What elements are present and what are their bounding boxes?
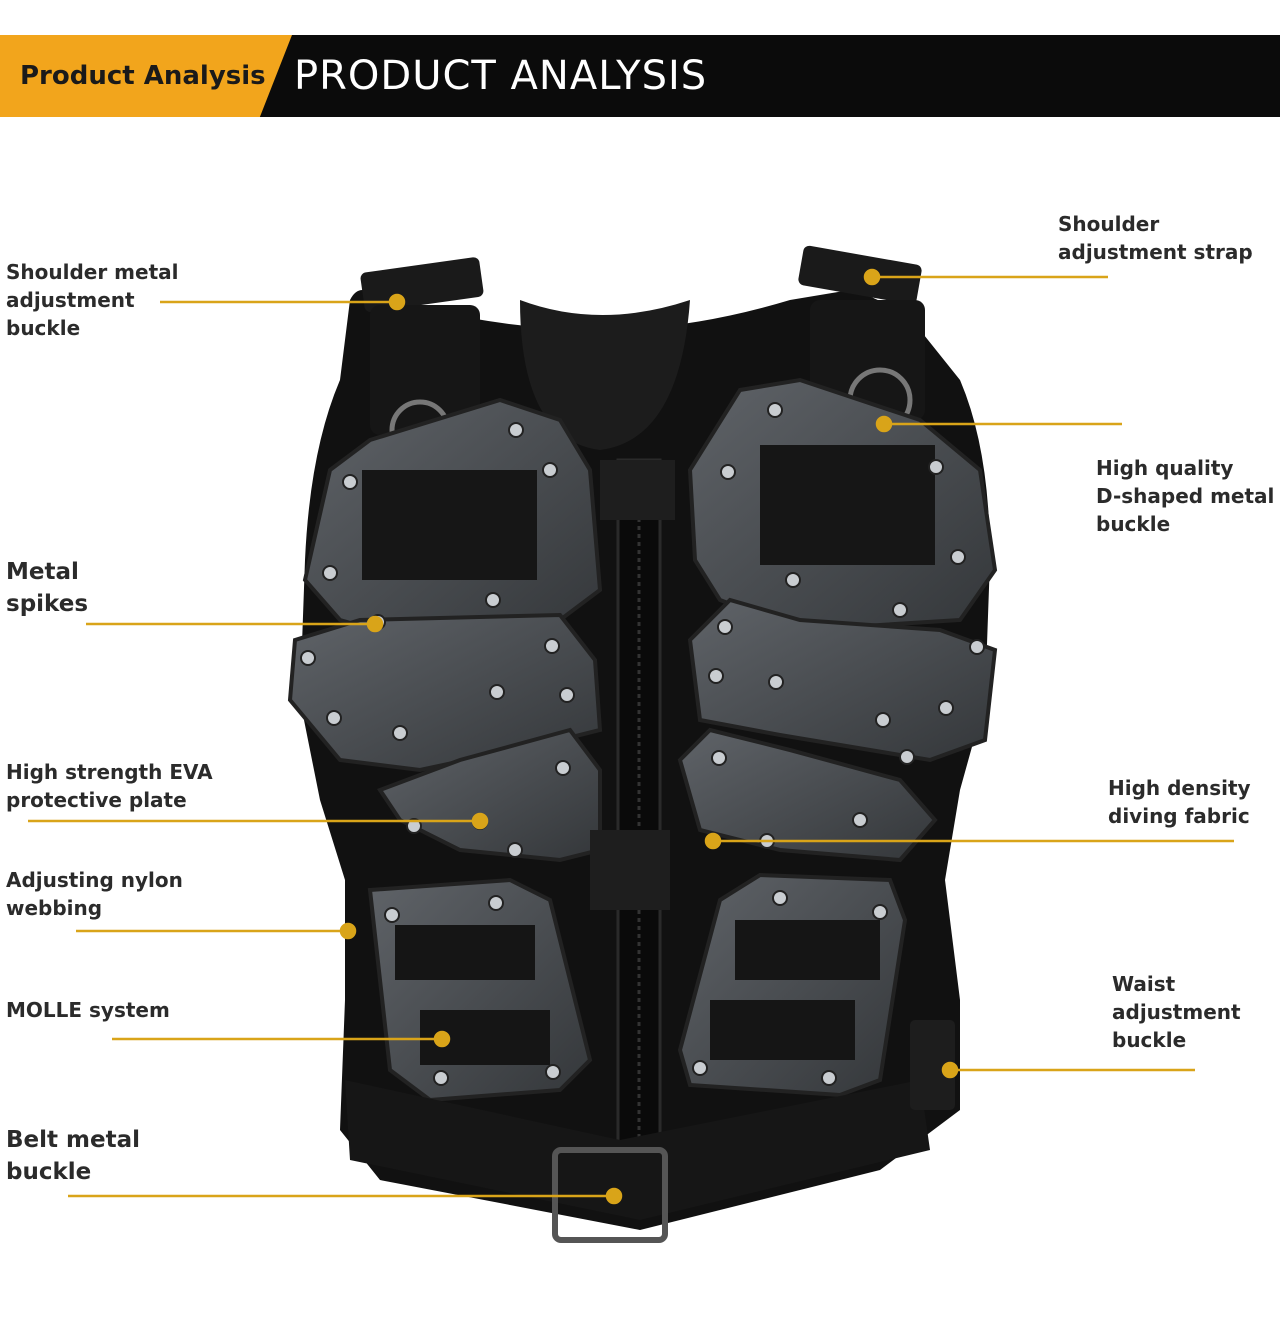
header-banner: Product Analysis PRODUCT ANALYSIS — [0, 35, 1280, 117]
zipper — [590, 458, 675, 1182]
chest-plates — [287, 377, 998, 863]
belt — [345, 1020, 955, 1243]
callout-molle: MOLLE system — [6, 998, 170, 1022]
callout-eva-plate: High strength EVA protective plate — [6, 760, 213, 812]
callout-nylon-webbing: Adjusting nylon webbing — [6, 868, 183, 920]
banner-tag — [0, 35, 292, 117]
callout-waist-buckle: Waist adjustment buckle — [1112, 972, 1241, 1052]
callout-shoulder-strap: Shoulder adjustment strap — [1058, 212, 1253, 264]
callout-d-buckle: High quality D-shaped metal buckle — [1096, 456, 1275, 536]
page-title: PRODUCT ANALYSIS — [294, 53, 708, 99]
callout-belt-buckle: Belt metal buckle — [6, 1127, 140, 1185]
rivets — [300, 402, 985, 1086]
callout-diving-fabric: High density diving fabric — [1108, 776, 1251, 828]
leader-lines — [28, 268, 1234, 1205]
molle-plates — [367, 872, 908, 1103]
banner-tag-label: Product Analysis — [20, 61, 266, 91]
callout-metal-spikes: Metal spikes — [6, 559, 89, 617]
callout-shoulder-metal-buckle: Shoulder metal adjustment buckle — [6, 260, 179, 340]
